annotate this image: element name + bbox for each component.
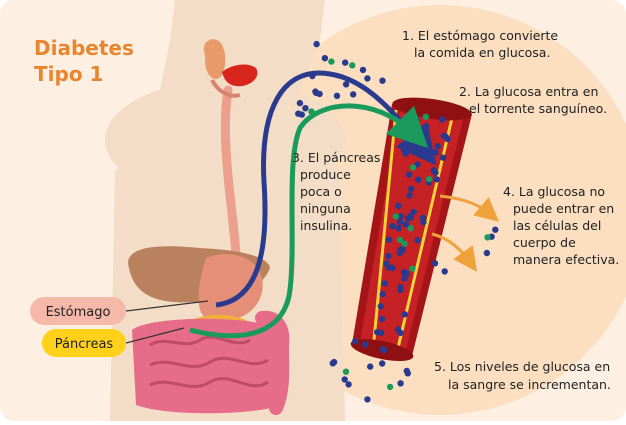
step-2-line-1: 2. La glucosa entra en (459, 84, 598, 99)
glucose-dot (410, 164, 416, 170)
glucose-dot (396, 225, 402, 231)
glucose-dot (401, 148, 407, 154)
glucose-dot (445, 136, 451, 142)
glucose-dot (381, 347, 387, 353)
glucose-dot (397, 380, 403, 386)
glucose-dot (414, 237, 420, 243)
glucose-dot (405, 215, 411, 221)
step-4-line-1: 4. La glucosa no (503, 184, 605, 199)
title-line2: Tipo 1 (34, 62, 103, 86)
glucose-dot (350, 91, 356, 97)
glucose-dot (432, 260, 438, 266)
glucose-dot (312, 88, 318, 94)
glucose-dot (492, 227, 498, 233)
glucose-dot (413, 116, 419, 122)
glucose-dot (426, 176, 432, 182)
glucose-dot (409, 265, 415, 271)
glucose-dot (420, 127, 426, 133)
glucose-dot (387, 384, 393, 390)
step-2-line-2: el torrente sanguíneo. (469, 101, 607, 116)
glucose-dot (484, 250, 490, 256)
glucose-dot (364, 396, 370, 402)
glucose-dot (406, 172, 412, 178)
glucose-dot (367, 363, 373, 369)
glucose-dot (395, 203, 401, 209)
pancreas-label-text: Páncreas (55, 337, 114, 352)
glucose-dot (378, 303, 384, 309)
glucose-dot (328, 58, 334, 64)
glucose-dot (406, 192, 412, 198)
glucose-dot (404, 368, 410, 374)
glucose-dot (342, 59, 348, 65)
glucose-dot (435, 143, 441, 149)
glucose-dot (397, 219, 403, 225)
glucose-dot (423, 114, 429, 120)
glucose-dot (302, 105, 308, 111)
glucose-dot (378, 330, 384, 336)
step-4-line-5: manera efectiva. (513, 252, 619, 267)
step-5-line-1: 5. Los niveles de glucosa en (434, 359, 610, 374)
glucose-dot (397, 237, 403, 243)
glucose-dot (415, 177, 421, 183)
glucose-dot (440, 154, 446, 160)
glucose-dot (385, 253, 391, 259)
glucose-dot (379, 78, 385, 84)
glucose-dot (434, 176, 440, 182)
glucose-dot (408, 186, 414, 192)
glucose-dot (400, 247, 406, 253)
glucose-dot (442, 268, 448, 274)
step-3-line-1: 3. El páncreas (292, 150, 380, 165)
glucose-dot (360, 67, 366, 73)
glucose-dot (431, 167, 437, 173)
glucose-dot (432, 149, 438, 155)
glucose-dot (389, 265, 395, 271)
step-1-line-1: 1. El estómago convierte (402, 28, 558, 43)
glucose-dot (345, 381, 351, 387)
glucose-dot (380, 291, 386, 297)
glucose-dot (297, 100, 303, 106)
glucose-dot (393, 213, 399, 219)
step-3-line-2: produce (300, 167, 351, 182)
step-1-line-2: la comida en glucosa. (414, 45, 550, 60)
glucose-dot (382, 280, 388, 286)
glucose-dot (395, 326, 401, 332)
glucose-dot (349, 62, 355, 68)
glucose-dot (343, 81, 349, 87)
title-line1: Diabetes (34, 36, 134, 60)
glucose-dot (401, 275, 407, 281)
glucose-dot (420, 219, 426, 225)
glucose-dot (299, 111, 305, 117)
step-3-line-3: poca o (300, 184, 342, 199)
glucose-dot (402, 311, 408, 317)
step-4-line-2: puede entrar en (513, 201, 614, 216)
glucose-dot (343, 369, 349, 375)
glucose-dot (389, 223, 395, 229)
glucose-dot (330, 360, 336, 366)
stomach-label-text: Estómago (46, 305, 111, 320)
glucose-dot (322, 55, 328, 61)
glucose-dot (386, 237, 392, 243)
glucose-dot (439, 116, 445, 122)
step-3-line-5: insulina. (300, 218, 352, 233)
step-3-line-4: ninguna (300, 201, 351, 216)
step-4-line-4: cuerpo de (513, 235, 576, 250)
glucose-dot (362, 341, 368, 347)
glucose-dot (484, 234, 490, 240)
glucose-dot (352, 338, 358, 344)
glucose-dot (379, 360, 385, 366)
glucose-dot (313, 41, 319, 47)
glucose-dot (403, 221, 409, 227)
glucose-dot (334, 93, 340, 99)
glucose-dot (379, 316, 385, 322)
glucose-dot (397, 284, 403, 290)
step-5-line-2: la sangre se incrementan. (448, 377, 611, 392)
step-4-line-3: las células del (513, 218, 601, 233)
glucose-dot (364, 75, 370, 81)
